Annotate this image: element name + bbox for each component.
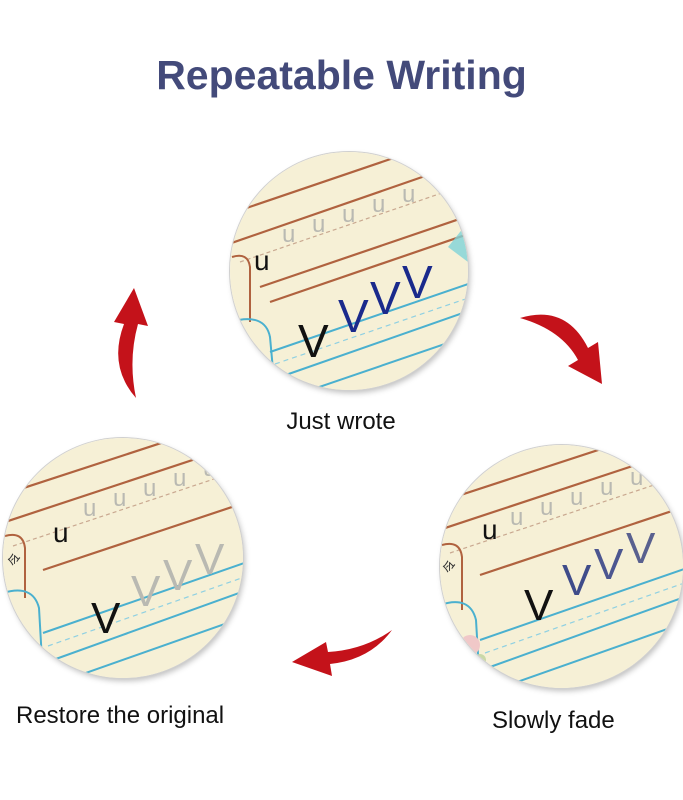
written-v: V — [91, 594, 121, 643]
page-title: Repeatable Writing — [156, 52, 527, 98]
written-v: V — [562, 556, 592, 605]
curved-arrow-icon — [292, 630, 392, 676]
restore-circle: u u u u u u 令 V V V V — [3, 438, 243, 678]
written-v: V — [402, 256, 433, 308]
slowly-fade-circle: u u u u u u 令 V V V V — [440, 445, 683, 688]
guide-letter: u — [282, 221, 295, 248]
guide-letter: u — [83, 495, 96, 522]
side-glyph: 令 — [8, 553, 23, 566]
caption-restore-the-original: Restore the original — [16, 702, 225, 729]
guide-letter: u — [312, 211, 325, 238]
side-glyph: 令 — [443, 560, 458, 573]
restore-sheet-image: u u u u u u 令 V V V V — [3, 438, 243, 678]
guide-letter: u — [143, 475, 156, 502]
guide-v: V — [195, 535, 225, 584]
written-v: V — [338, 290, 369, 342]
curved-arrow-icon — [114, 288, 148, 398]
written-v: V — [594, 540, 624, 589]
slowly-fade-sheet-image: u u u u u u 令 V V V V — [440, 445, 683, 688]
guide-letter: u — [570, 484, 583, 511]
guide-letter: u — [173, 465, 186, 492]
caption-just-wrote: Just wrote — [286, 408, 396, 435]
written-u: u — [254, 245, 270, 276]
guide-letter: u — [113, 485, 126, 512]
just-wrote-circle: u u u u u u V V V V — [230, 152, 468, 390]
written-v: V — [626, 524, 656, 573]
written-u: u — [53, 517, 69, 548]
guide-letter: u — [540, 494, 553, 521]
flower-decoration — [28, 652, 53, 673]
guide-letter: u — [203, 455, 216, 482]
guide-letter: u — [342, 201, 355, 228]
guide-v: V — [163, 551, 193, 600]
guide-letter: u — [372, 191, 385, 218]
written-v: V — [298, 315, 329, 367]
guide-v: V — [131, 567, 161, 616]
guide-letter: u — [600, 474, 613, 501]
written-u: u — [482, 514, 498, 545]
curved-arrow-icon — [520, 314, 602, 384]
guide-letter: u — [510, 504, 523, 531]
guide-letter: u — [402, 181, 415, 208]
caption-slowly-fade: Slowly fade — [492, 707, 615, 734]
written-v: V — [370, 272, 401, 324]
written-v: V — [524, 581, 554, 630]
guide-letter: u — [630, 464, 643, 491]
just-wrote-sheet-image: u u u u u u V V V V — [230, 152, 468, 390]
